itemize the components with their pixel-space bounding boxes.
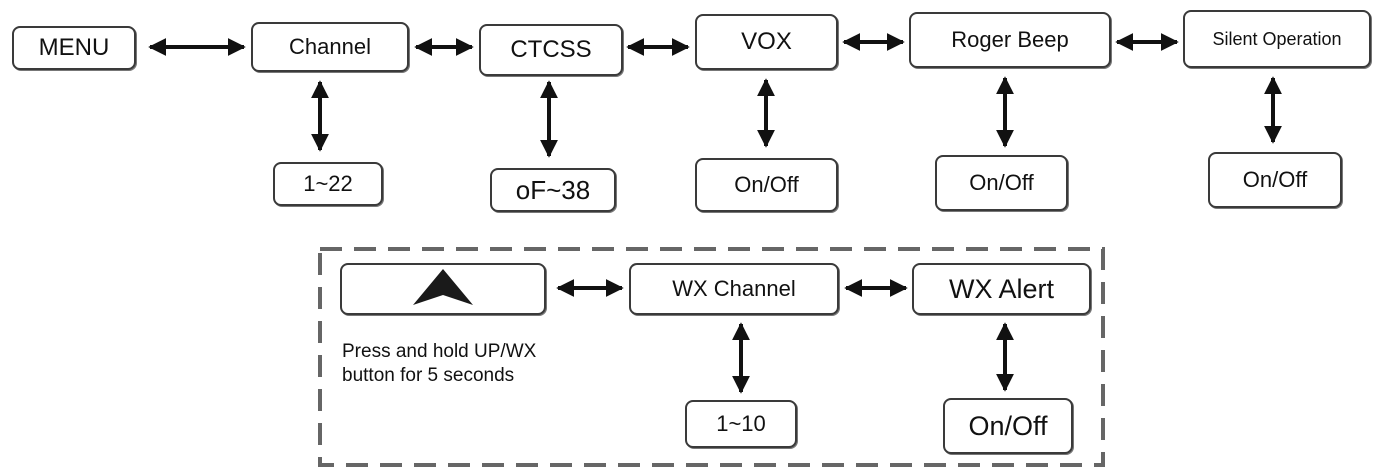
vox-value-label: On/Off <box>734 172 799 197</box>
roger-beep-box: Roger Beep <box>909 12 1111 68</box>
wx-alert-label: WX Alert <box>948 273 1055 304</box>
channel-label: Channel <box>289 34 371 59</box>
ctcss-range-label: oF~38 <box>515 174 591 205</box>
channel-range-label: 1~22 <box>303 171 353 196</box>
wx-channel-range-label: 1~10 <box>716 411 766 436</box>
roger-beep-value-label: On/Off <box>969 170 1034 195</box>
up-wx-button-box <box>340 263 546 315</box>
wx-instruction-line2: button for 5 seconds <box>342 365 515 386</box>
wx-alert-box: WX Alert <box>912 263 1091 315</box>
ctcss-range-box: oF~38 <box>490 168 616 212</box>
up-arrow-icon <box>411 267 475 312</box>
silent-operation-label: Silent Operation <box>1212 28 1342 49</box>
menu-box: MENU <box>12 26 136 70</box>
ctcss-box: CTCSS <box>479 24 623 76</box>
wx-group-border <box>318 247 1105 467</box>
vox-box: VOX <box>695 14 838 70</box>
wx-alert-value-label: On/Off <box>968 410 1048 441</box>
channel-box: Channel <box>251 22 409 72</box>
wx-channel-range-box: 1~10 <box>685 400 797 448</box>
vox-label: VOX <box>741 28 792 55</box>
channel-range-box: 1~22 <box>273 162 383 206</box>
ctcss-label: CTCSS <box>510 36 592 63</box>
roger-beep-value-box: On/Off <box>935 155 1068 211</box>
wx-channel-box: WX Channel <box>629 263 839 315</box>
silent-operation-value-label: On/Off <box>1242 167 1308 192</box>
wx-instruction-line1: Press and hold UP/WX <box>342 341 537 362</box>
silent-operation-box: Silent Operation <box>1183 10 1371 68</box>
vox-value-box: On/Off <box>695 158 838 212</box>
wx-instruction: Press and hold UP/WX button for 5 second… <box>342 340 536 388</box>
wx-alert-value-box: On/Off <box>943 398 1073 454</box>
wx-channel-label: WX Channel <box>672 276 796 301</box>
silent-operation-value-box: On/Off <box>1208 152 1342 208</box>
menu-label: MENU <box>38 34 110 61</box>
roger-beep-label: Roger Beep <box>951 27 1069 52</box>
